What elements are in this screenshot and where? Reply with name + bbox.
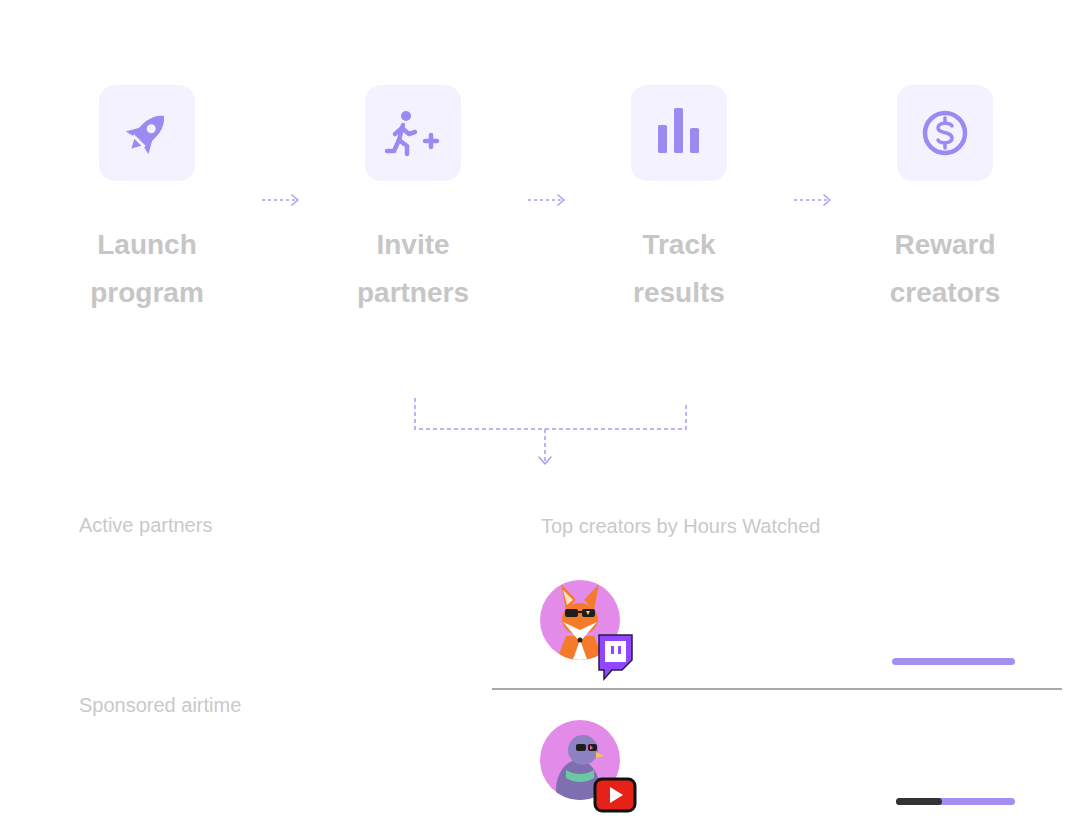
arrow-head <box>292 195 298 205</box>
arrow-head <box>558 195 564 205</box>
step-node: Launch program <box>32 85 262 317</box>
flow-arrow <box>262 195 298 205</box>
icon-box <box>365 85 461 181</box>
youtube-badge <box>595 779 635 811</box>
panel-label: Sponsored airtime <box>79 693 241 717</box>
dollar-icon <box>897 85 993 181</box>
step-node: Invite partners <box>298 85 528 317</box>
icon-box <box>631 85 727 181</box>
twitch-badge <box>599 635 632 679</box>
step-label: Invite partners <box>338 221 488 317</box>
flow-arrow <box>794 195 830 205</box>
dotted-line <box>794 199 829 201</box>
step-label: Launch program <box>72 221 222 317</box>
progress-bar <box>896 798 1015 805</box>
dotted-line <box>262 199 297 201</box>
bar-chart-icon <box>631 85 727 181</box>
step-node: Track results <box>564 85 794 317</box>
progress-bar <box>892 658 1015 665</box>
runner-icon <box>365 85 461 181</box>
dotted-line <box>528 199 563 201</box>
panel-label: Top creators by Hours Watched <box>541 514 820 538</box>
arrow-head <box>824 195 830 205</box>
icon-box <box>897 85 993 181</box>
divider-line <box>492 688 1062 690</box>
panel-label: Active partners <box>79 513 212 537</box>
step-label: Reward creators <box>870 221 1020 317</box>
icon-box <box>99 85 195 181</box>
rocket-icon <box>99 85 195 181</box>
flow-arrow <box>528 195 564 205</box>
merge-bracket <box>415 398 686 464</box>
step-node: Reward creators <box>830 85 1060 317</box>
step-label: Track results <box>604 221 754 317</box>
